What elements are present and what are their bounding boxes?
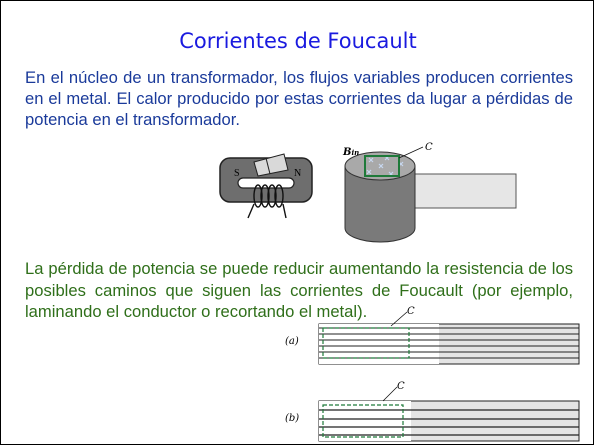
magnet-north-label: N — [294, 168, 301, 179]
laminated-conductor-b: (b) C — [285, 381, 580, 442]
current-label-a: C — [407, 306, 415, 317]
magnet-coil-figure: S N — [219, 153, 313, 219]
paragraph-eddy-intro: En el núcleo de un transformador, los fl… — [25, 68, 573, 129]
flux-marks — [366, 155, 404, 177]
eddy-path-a — [322, 327, 410, 359]
cylinder-current-label: C — [425, 142, 433, 153]
field-label: Bin — [342, 147, 359, 158]
label-a: (a) — [285, 336, 299, 347]
coil-windings — [247, 184, 287, 219]
slide-title: Corrientes de Foucault — [179, 29, 417, 53]
current-label-b: C — [397, 381, 405, 392]
cylinder-conductor-figure: Bin C — [342, 142, 517, 243]
eddy-current-loop — [364, 155, 400, 177]
paragraph-loss-reduction: La pérdida de potencia se puede reducir … — [25, 259, 573, 321]
laminated-conductor-a: (a) C — [285, 306, 580, 365]
label-b: (b) — [285, 413, 299, 424]
eddy-path-b — [322, 404, 404, 438]
magnet-south-label: S — [234, 168, 240, 179]
